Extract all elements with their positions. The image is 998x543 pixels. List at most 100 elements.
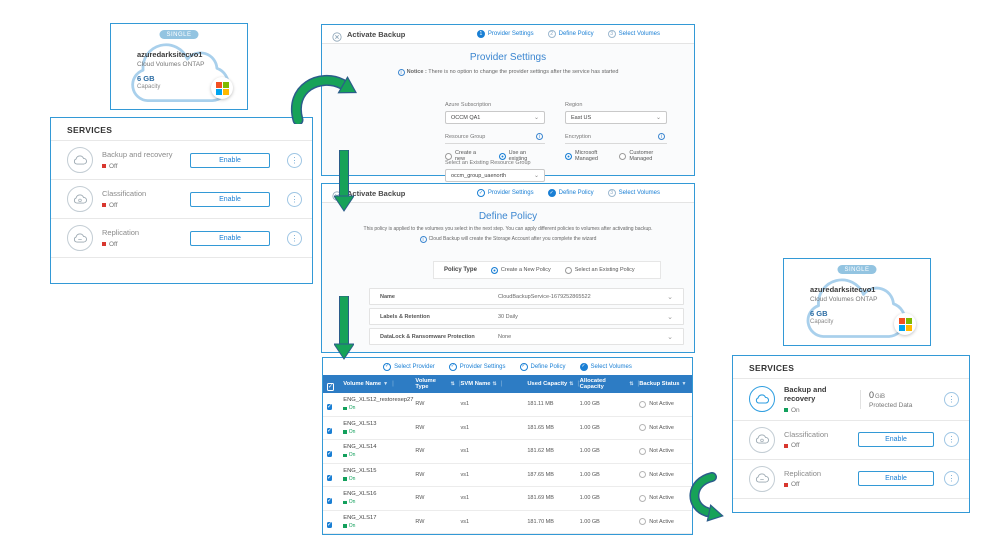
enable-replication-button[interactable]: Enable [858, 471, 934, 487]
replication-icon [749, 465, 775, 492]
cloud-card-right: SINGLE azuredarksitecvo1 Cloud Volumes O… [783, 258, 931, 346]
sort-icon[interactable]: ⇅ [492, 381, 497, 387]
column-volume-name[interactable]: Volume Name▼| [343, 381, 394, 387]
step-define-policy[interactable]: ✓Define Policy [519, 362, 566, 371]
services-panel-left: SERVICES Backup and recovery Off Enable … [50, 117, 313, 284]
kebab-menu-icon[interactable]: ⋮ [944, 471, 959, 487]
row-checkbox[interactable]: ✓ [327, 498, 333, 505]
enable-classification-button[interactable]: Enable [858, 432, 934, 448]
region-dropdown[interactable]: East US⌄ [565, 111, 667, 124]
chevron-down-icon: ⌄ [655, 115, 661, 121]
kebab-menu-icon[interactable]: ⋮ [287, 191, 302, 207]
existing-rg-dropdown[interactable]: occm_group_uaenorth⌄ [445, 169, 545, 182]
capacity-label: Capacity [137, 84, 161, 90]
platform-label: Cloud Volumes ONTAP [137, 61, 205, 68]
filter-icon[interactable]: ▼ [681, 381, 687, 387]
service-row-replication: Replication Off Enable ⋮ [733, 458, 969, 499]
status-text: Off [791, 442, 800, 450]
status-dot-off [784, 443, 788, 448]
single-badge: SINGLE [837, 265, 877, 274]
sort-icon[interactable]: ⇅ [450, 381, 455, 387]
single-badge: SINGLE [159, 30, 199, 39]
radio-create-new-policy[interactable]: Create a New Policy [490, 266, 551, 274]
step-provider-settings[interactable]: ✓Provider Settings [448, 362, 506, 371]
kebab-menu-icon[interactable]: ⋮ [287, 230, 302, 246]
service-row-backup: Backup and recovery On 0GiB Protected Da… [733, 378, 969, 420]
sort-icon[interactable]: ⇅ [569, 381, 574, 387]
kebab-menu-icon[interactable]: ⋮ [944, 432, 959, 448]
policy-type-label: Policy Type [444, 267, 477, 273]
radio-use-existing-rg[interactable]: Use an existing [498, 150, 545, 162]
microsoft-azure-logo-icon [211, 77, 233, 99]
service-row-classification: Classification Off Enable ⋮ [733, 419, 969, 459]
wizard-define-policy: Activate Backup ✓Provider Settings ✓Defi… [321, 183, 695, 353]
status-text: Off [109, 240, 118, 248]
policy-row-datalock[interactable]: DataLock & Ransomware Protection None ⌄ [369, 328, 684, 345]
table-header: ✓ Volume Name▼| Volume Type⇅| SVM Name⇅|… [323, 375, 692, 393]
step-define-policy[interactable]: ✓Define Policy [547, 189, 594, 197]
step-select-provider[interactable]: ✓Select Provider [383, 362, 435, 371]
kebab-menu-icon[interactable]: ⋮ [287, 152, 302, 168]
radio-customer-managed[interactable]: Customer Managed [619, 150, 667, 162]
column-volume-type[interactable]: Volume Type⇅| [415, 378, 461, 390]
column-allocated-capacity[interactable]: Allocated Capacity⇅| [579, 378, 640, 390]
service-label: Replication [102, 228, 140, 238]
on-dot [343, 453, 347, 457]
filter-icon[interactable]: ▼ [383, 381, 389, 387]
column-used-capacity[interactable]: Used Capacity⇅| [527, 381, 580, 387]
policy-row-retention[interactable]: Labels & Retention 30 Daily ⌄ [369, 308, 684, 325]
services-title: SERVICES [749, 363, 795, 373]
existing-rg-label: Select an Existing Resource Group [445, 160, 531, 166]
enable-backup-button[interactable]: Enable [190, 152, 270, 168]
policy-row-name[interactable]: Name CloudBackupService-1679252865522 ⌄ [369, 288, 684, 305]
radio-create-new-rg[interactable]: Create a new [445, 150, 487, 162]
classification-icon [749, 426, 775, 453]
status-dot-off [102, 203, 106, 208]
azure-subscription-dropdown[interactable]: OCCM QA1⌄ [445, 111, 545, 124]
select-all-checkbox[interactable]: ✓ [327, 383, 335, 391]
step-provider-settings[interactable]: ✓Provider Settings [476, 189, 534, 197]
flow-arrow-step1-to-step2 [334, 150, 354, 212]
on-dot [343, 430, 347, 434]
capacity-label: Capacity [810, 319, 834, 325]
chevron-down-icon: ⌄ [667, 333, 673, 341]
row-checkbox[interactable]: ✓ [327, 427, 333, 434]
step-select-volumes[interactable]: ✓Select Volumes [579, 362, 632, 371]
radio-microsoft-managed[interactable]: Microsoft Managed [565, 150, 611, 162]
kebab-menu-icon[interactable]: ⋮ [944, 391, 959, 407]
service-label: Replication [784, 469, 822, 479]
row-checkbox[interactable]: ✓ [327, 404, 333, 411]
info-icon[interactable]: i [658, 133, 665, 140]
row-checkbox[interactable]: ✓ [327, 474, 333, 481]
chevron-down-icon: ⌄ [533, 173, 539, 179]
row-checkbox[interactable]: ✓ [327, 521, 333, 528]
radio-select-existing-policy[interactable]: Select an Existing Policy [564, 266, 635, 274]
not-active-icon [639, 471, 647, 479]
wizard-title: Activate Backup [347, 29, 406, 39]
column-backup-status[interactable]: Backup Status▼ [639, 381, 687, 387]
column-svm-name[interactable]: SVM Name⇅| [460, 381, 503, 387]
instance-name: azuredarksitecvo1 [137, 50, 203, 59]
info-icon[interactable]: i [536, 133, 543, 140]
chevron-down-icon: ⌄ [533, 115, 539, 121]
enable-classification-button[interactable]: Enable [190, 191, 270, 207]
service-label: Backup and recovery [784, 385, 827, 404]
row-checkbox[interactable]: ✓ [327, 451, 333, 458]
capacity-value: 6 GB [137, 74, 155, 83]
enable-replication-button[interactable]: Enable [190, 230, 270, 246]
azure-subscription-label: Azure Subscription [445, 102, 492, 108]
on-dot [343, 524, 347, 528]
not-active-icon [639, 447, 647, 455]
sort-icon[interactable]: ⇅ [629, 381, 634, 387]
